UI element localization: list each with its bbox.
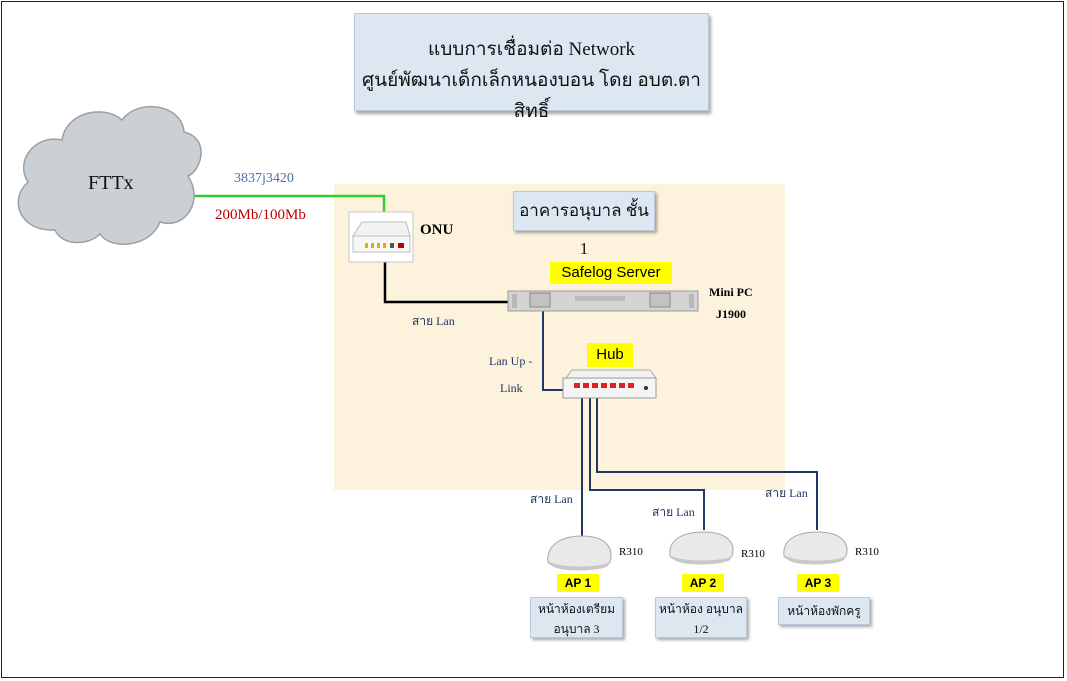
- lan-label-ap2: สาย Lan: [652, 505, 695, 519]
- lan-label-ap3: สาย Lan: [765, 486, 808, 500]
- hub-label: Hub: [587, 343, 633, 367]
- onu-device-icon: [348, 211, 414, 263]
- circuit-speed: 200Mb/100Mb: [215, 207, 306, 223]
- server-model-line1: Mini PC: [709, 285, 753, 299]
- lan-ap2: [589, 392, 705, 530]
- ap3-location: หน้าห้องพักครู: [778, 597, 870, 625]
- ap2-location: หน้าห้อง อนุบาล 1/2: [655, 597, 747, 638]
- ap1-location: หน้าห้องเตรียม อนุบาล 3: [530, 597, 623, 638]
- ap1-model: R310: [619, 546, 643, 558]
- lan-ap3: [596, 392, 818, 530]
- server-device-icon: [507, 290, 699, 312]
- building-label: อาคารอนุบาล ชั้น 1: [513, 191, 655, 258]
- ap2-location-line2: 1/2: [693, 622, 709, 636]
- server-model-line2: J1900: [716, 307, 746, 321]
- ap2-location-line1: หน้าห้อง อนุบาล: [659, 602, 743, 616]
- fiber-line: [190, 194, 386, 214]
- circuit-id: 3837j3420: [234, 171, 294, 186]
- lan-label-ap1: สาย Lan: [530, 492, 573, 506]
- title-line-2: ศูนย์พัฒนาเด็กเล็กหนองบอน โดย อบต.ตาสิทธ…: [362, 70, 701, 122]
- cloud-icon: [17, 105, 202, 245]
- hub-device-icon: [562, 369, 657, 399]
- ap3-model: R310: [855, 546, 879, 558]
- lan-label-onu: สาย Lan: [412, 314, 455, 328]
- cloud-label: FTTx: [88, 172, 134, 194]
- ap3-device-icon: [783, 531, 848, 565]
- title-line-1: แบบการเชื่อมต่อ Network: [427, 39, 636, 60]
- ap2-label: AP 2: [682, 574, 724, 592]
- ap1-label: AP 1: [557, 574, 599, 592]
- uplink-label-2: Link: [500, 381, 523, 395]
- ap2-model: R310: [741, 548, 765, 560]
- ap3-location-line1: หน้าห้องพักครู: [787, 604, 861, 618]
- uplink-label-1: Lan Up -: [489, 354, 533, 368]
- uplink-line: [542, 311, 566, 391]
- diagram-title: แบบการเชื่อมต่อ Network ศูนย์พัฒนาเด็กเล…: [354, 13, 709, 122]
- ap2-device-icon: [669, 531, 734, 565]
- ap1-location-line1: หน้าห้องเตรียม: [537, 602, 616, 616]
- ap1-location-line2: อนุบาล 3: [553, 622, 600, 636]
- ap3-label: AP 3: [797, 574, 839, 592]
- lan-onu-server: [383, 262, 510, 304]
- server-label: Safelog Server: [550, 262, 672, 284]
- ap1-device-icon: [547, 535, 612, 571]
- onu-label: ONU: [420, 222, 454, 238]
